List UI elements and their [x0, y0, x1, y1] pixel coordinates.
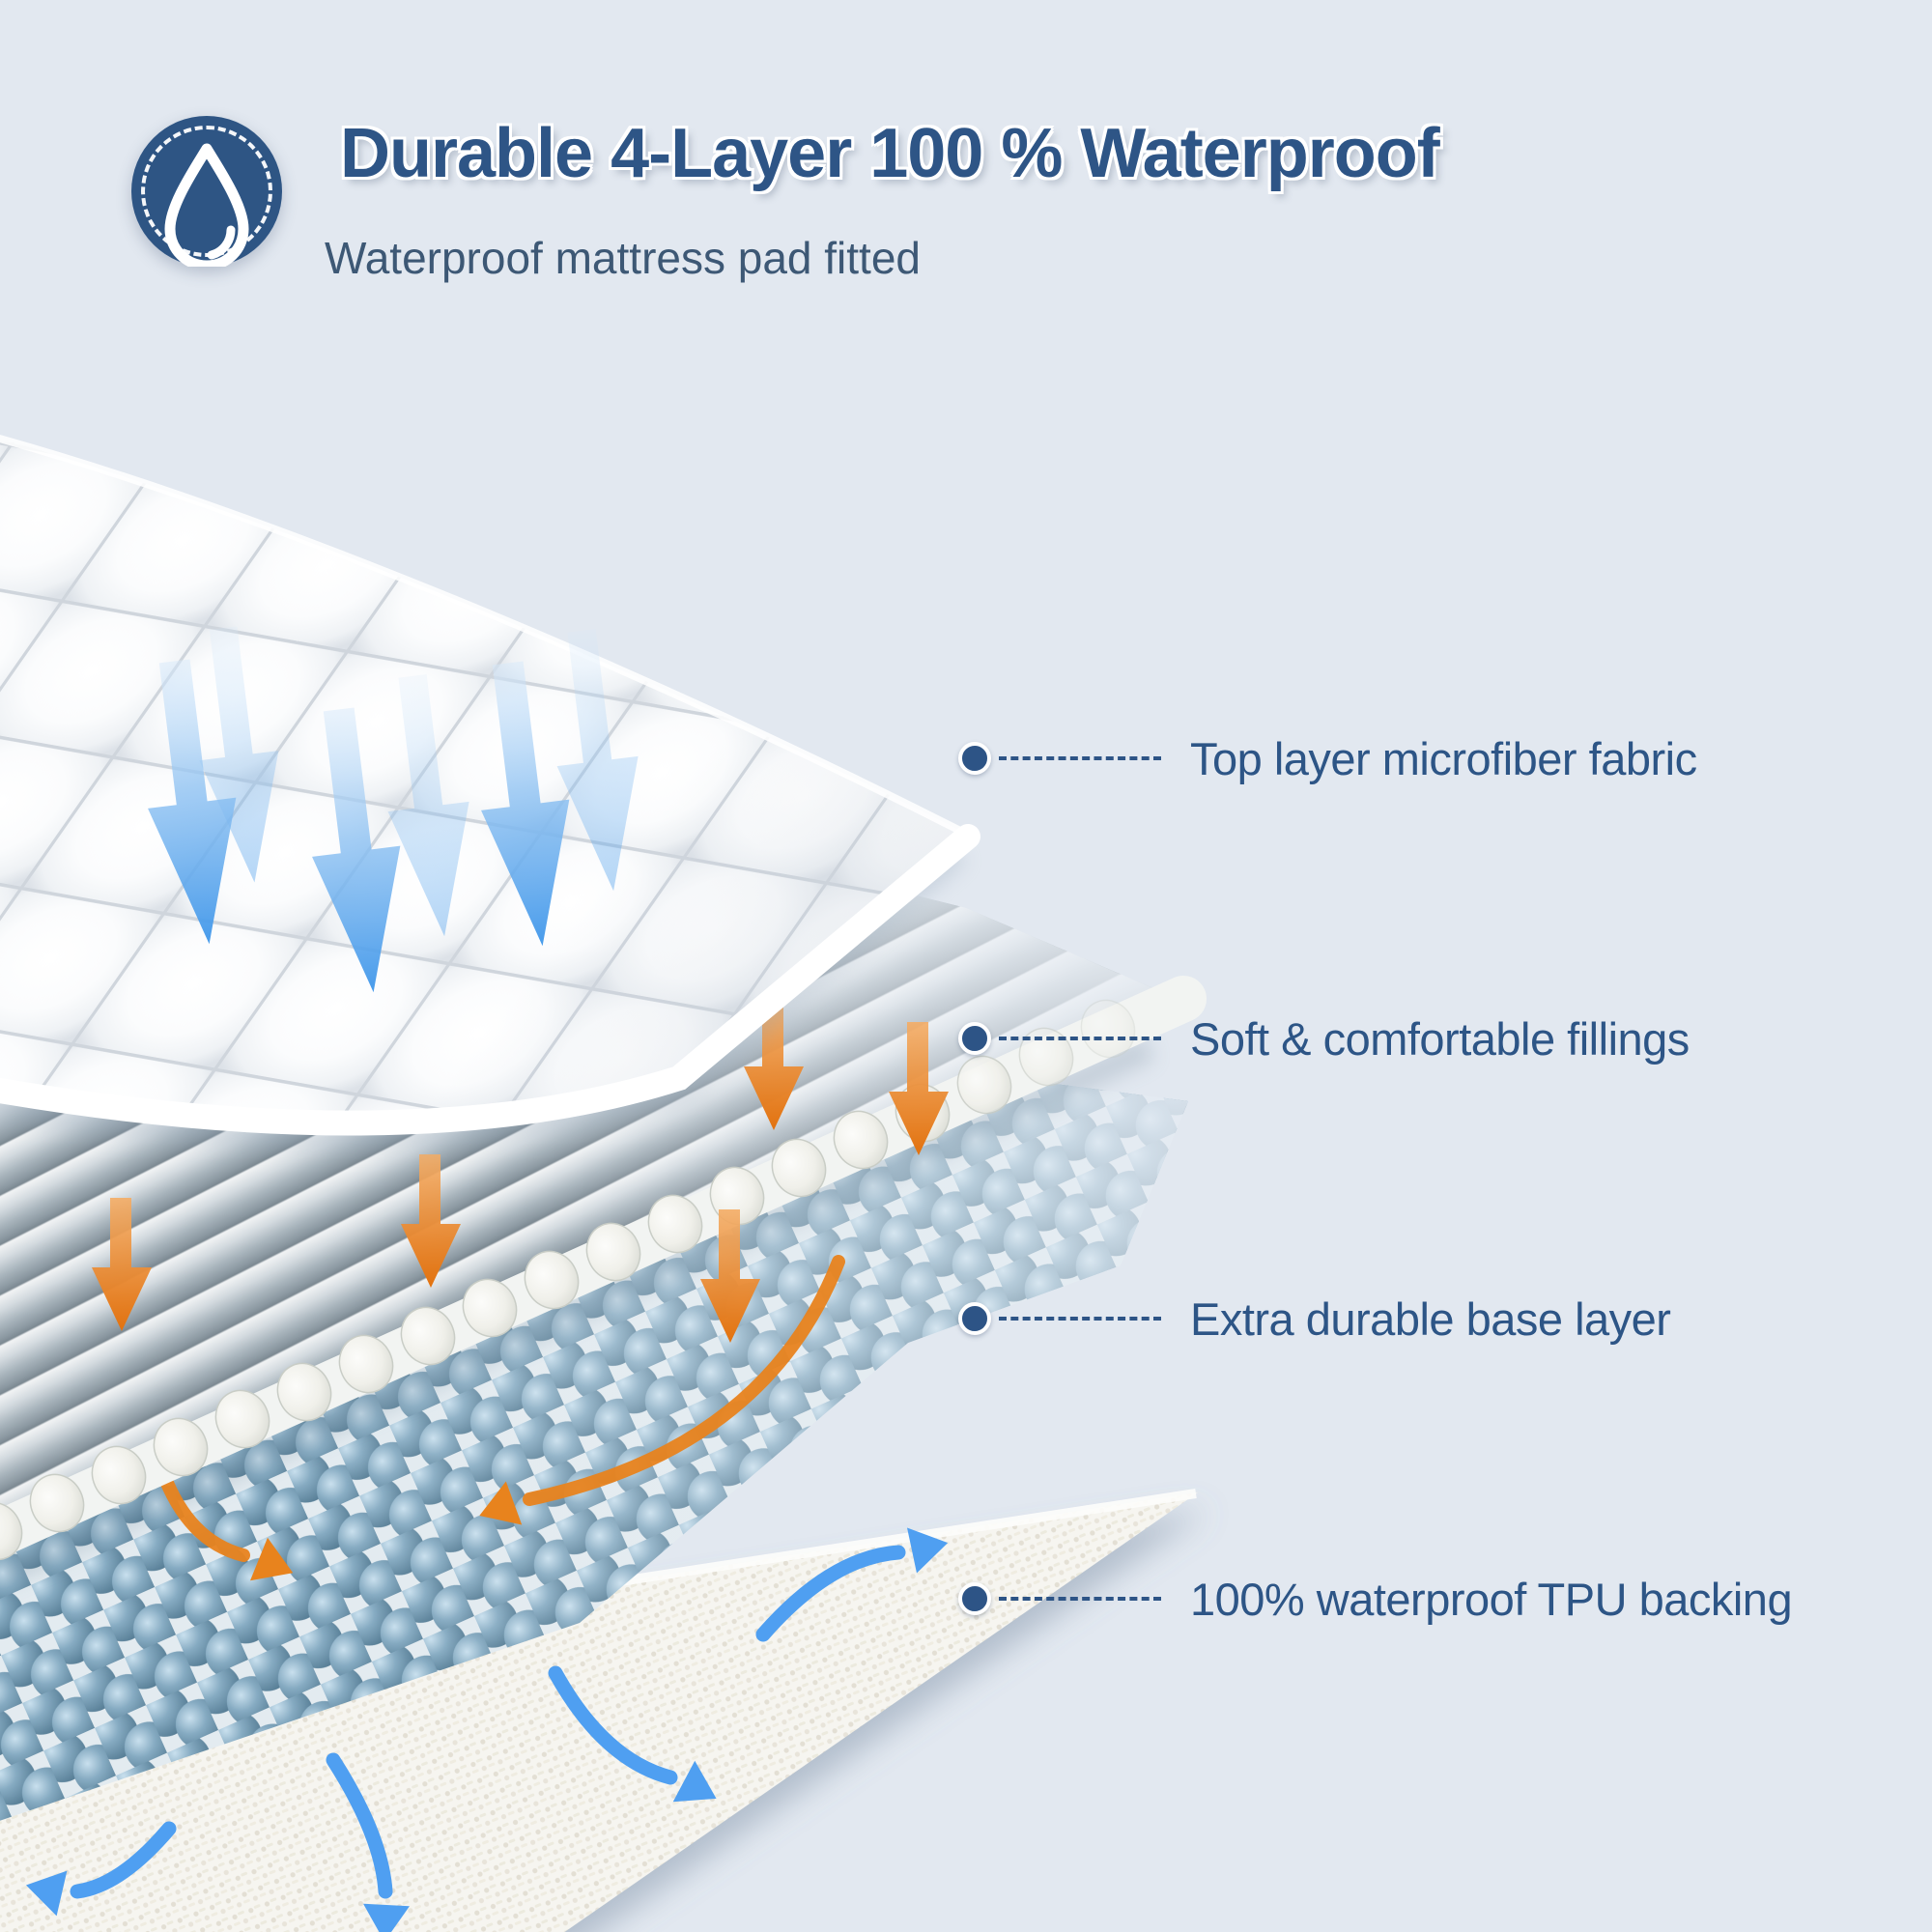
callout-label: Extra durable base layer — [1190, 1293, 1671, 1345]
dashed-ring — [141, 126, 272, 257]
callout-top-layer: Top layer microfiber fabric — [958, 731, 1697, 785]
callout-line — [999, 1037, 1161, 1040]
callout-dot — [958, 1302, 991, 1335]
callout-dot — [958, 1582, 991, 1615]
callout-base-layer: Extra durable base layer — [958, 1292, 1671, 1346]
callout-line — [999, 756, 1161, 760]
callout-line — [999, 1317, 1161, 1321]
drop-glyph — [164, 143, 249, 267]
callout-fillings: Soft & comfortable fillings — [958, 1011, 1690, 1065]
callout-line — [999, 1597, 1161, 1601]
callout-label: 100% waterproof TPU backing — [1190, 1573, 1793, 1625]
blue-breathe-arrows — [20, 1520, 953, 1932]
callout-tpu-backing: 100% waterproof TPU backing — [958, 1572, 1793, 1626]
water-drop-icon — [131, 116, 282, 267]
bubble-base-layer — [0, 1037, 1188, 1821]
callout-dot — [958, 1022, 991, 1055]
callout-label: Top layer microfiber fabric — [1190, 732, 1697, 784]
page-title: Durable 4-Layer 100 % Waterproof — [340, 115, 1440, 192]
callout-dot — [958, 742, 991, 775]
quilted-top-layer — [0, 435, 980, 1149]
page-subtitle: Waterproof mattress pad fitted — [325, 233, 922, 283]
callout-label: Soft & comfortable fillings — [1190, 1012, 1690, 1065]
